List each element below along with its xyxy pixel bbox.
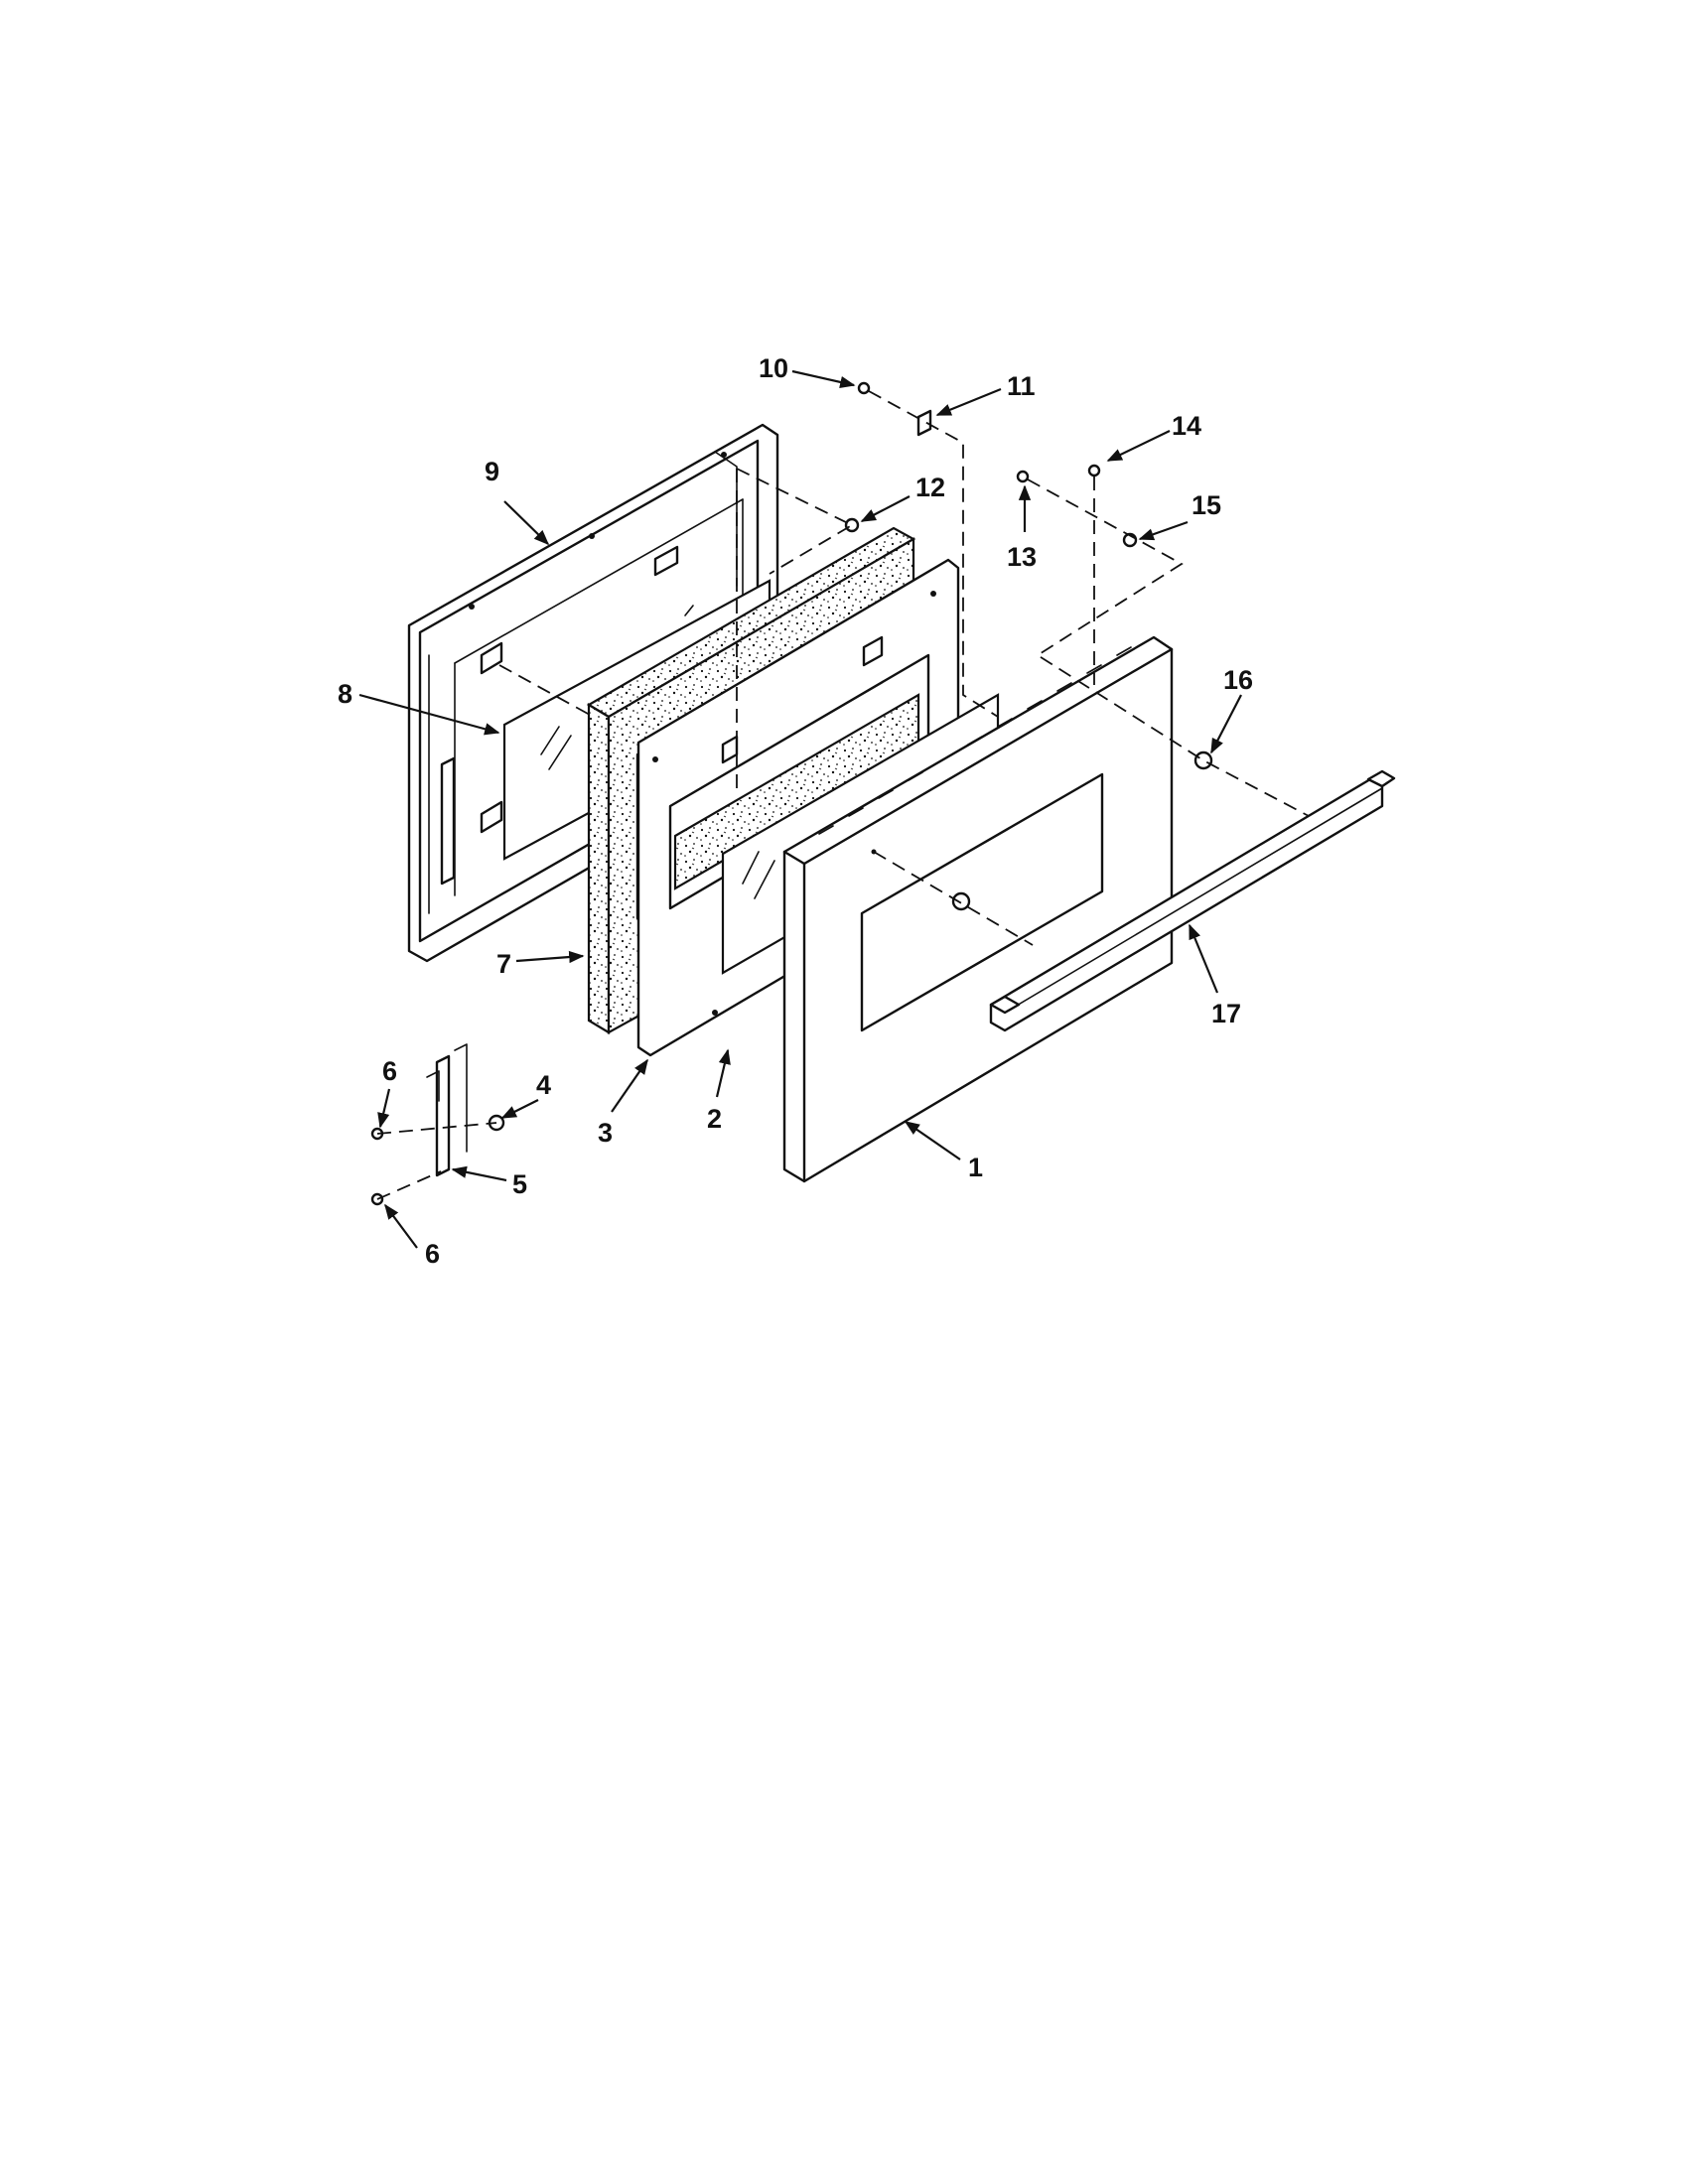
hinge-screw-lower	[370, 1192, 384, 1206]
frame-screw	[844, 517, 860, 533]
handle-spacer	[1193, 751, 1213, 770]
callout-17: 17	[1211, 999, 1241, 1028]
callout-7: 7	[496, 949, 511, 979]
callout-16: 16	[1223, 665, 1253, 695]
callout-3: 3	[598, 1118, 613, 1148]
callout-12: 12	[915, 473, 945, 502]
door-screw-left	[1016, 470, 1030, 483]
callout-9: 9	[485, 457, 499, 486]
callout-4: 4	[536, 1070, 551, 1100]
door-screw-right	[1087, 464, 1101, 478]
assembly-lines	[376, 390, 1310, 1200]
hinge-bracket	[426, 1043, 468, 1177]
callout-14: 14	[1172, 411, 1201, 441]
callout-10: 10	[759, 353, 788, 383]
callout-1: 1	[968, 1153, 983, 1182]
callout-11: 11	[1007, 371, 1036, 401]
callout-6-upper: 6	[382, 1056, 397, 1086]
outer-door-panel	[782, 635, 1174, 1183]
callout-labels: 1 2 3 4 5 6 6 7 8 9 10 11 12 13 14 15 16…	[338, 353, 1253, 1269]
callout-6-lower: 6	[425, 1239, 440, 1269]
door-washer	[1122, 532, 1138, 548]
leader-arrows	[358, 369, 1242, 1249]
callout-5: 5	[512, 1169, 527, 1199]
callout-2: 2	[707, 1104, 722, 1134]
callout-13: 13	[1007, 542, 1037, 572]
door-handle	[989, 769, 1396, 1032]
top-clip	[916, 409, 932, 437]
top-screw	[857, 381, 871, 395]
callout-8: 8	[338, 679, 352, 709]
callout-15: 15	[1192, 490, 1221, 520]
